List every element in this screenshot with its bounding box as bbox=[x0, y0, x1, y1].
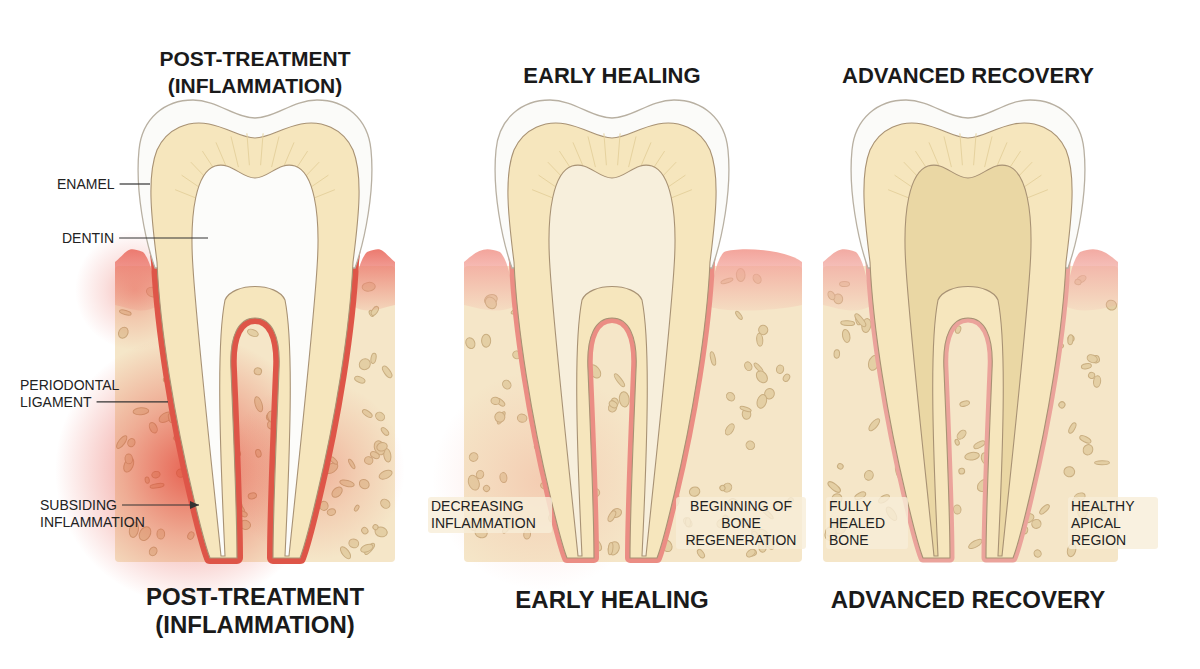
pulp-canal bbox=[192, 165, 318, 556]
leader-line bbox=[97, 401, 168, 402]
dentin-tubule bbox=[604, 133, 607, 165]
bone-pore bbox=[867, 417, 881, 432]
bone-pore bbox=[688, 486, 701, 498]
dentin-tubule bbox=[960, 133, 963, 165]
callout-label: FULLY HEALED BONE bbox=[826, 497, 908, 549]
bone-pore bbox=[958, 468, 965, 474]
tooth-panel bbox=[823, 100, 1118, 562]
periodontal-ligament bbox=[864, 123, 1072, 558]
bone-pore bbox=[1067, 334, 1073, 345]
panel-title: POST-TREATMENT (INFLAMMATION) bbox=[120, 46, 390, 100]
dentin-layer bbox=[508, 123, 716, 558]
bone-pore bbox=[739, 405, 751, 412]
bone-pore bbox=[841, 329, 851, 343]
dentin-tubule bbox=[272, 136, 279, 167]
bone-pore bbox=[853, 312, 867, 328]
bone-pore bbox=[1033, 549, 1043, 559]
bone-pore bbox=[370, 353, 377, 364]
bone-pore bbox=[246, 328, 259, 338]
dentin-tubule bbox=[588, 136, 595, 167]
callout-label: HEALTHY APICAL REGION bbox=[1068, 497, 1158, 549]
bone-pore bbox=[481, 334, 490, 347]
part-label: PERIODONTAL LIGAMENT bbox=[20, 377, 128, 411]
bone-pore bbox=[381, 365, 394, 379]
panel-title: EARLY HEALING bbox=[452, 62, 772, 90]
bone-pore bbox=[725, 391, 737, 403]
callout-label: SUBSIDING INFLAMMATION bbox=[40, 497, 160, 531]
bone-pore bbox=[735, 310, 744, 320]
bone-pore bbox=[1058, 401, 1067, 410]
dentin-tubule bbox=[618, 133, 621, 165]
bone-pore bbox=[464, 336, 477, 350]
bone-pore bbox=[1067, 422, 1077, 435]
bone-pore bbox=[967, 538, 983, 551]
bone-pore bbox=[953, 505, 961, 515]
bone-pore bbox=[1079, 434, 1092, 444]
bone-pore bbox=[696, 548, 706, 559]
part-label: ENAMEL bbox=[57, 176, 115, 193]
bone-pore bbox=[1063, 466, 1075, 478]
gum-tissue bbox=[823, 249, 871, 310]
bone-pore bbox=[744, 439, 756, 451]
bone-pore bbox=[709, 351, 716, 366]
bone-pore bbox=[863, 469, 874, 481]
bone-pore bbox=[1086, 353, 1099, 364]
bone-pore bbox=[719, 484, 726, 491]
bone-pore bbox=[754, 369, 770, 385]
dentin-tubule bbox=[231, 136, 238, 167]
bone-pore bbox=[354, 375, 366, 384]
bone-pore bbox=[755, 393, 768, 409]
bone-pore bbox=[745, 548, 757, 559]
callout-label: DECREASING INFLAMMATION bbox=[428, 497, 552, 533]
dentin-layer bbox=[864, 123, 1072, 558]
dentin-tubule bbox=[261, 133, 264, 165]
bone-pore bbox=[776, 364, 785, 374]
leader-line bbox=[119, 237, 208, 238]
panel-caption: POST-TREATMENT (INFLAMMATION) bbox=[105, 583, 405, 640]
leader-line bbox=[120, 183, 150, 184]
bone-pore bbox=[724, 422, 736, 436]
callout-arrow bbox=[122, 504, 199, 505]
bone-pore bbox=[973, 439, 986, 450]
dentin-layer bbox=[151, 123, 359, 558]
dentin-tubule bbox=[247, 133, 250, 165]
dentin-tubule bbox=[985, 136, 992, 167]
bone-pore bbox=[964, 451, 980, 461]
periodontal-ligament bbox=[151, 123, 359, 558]
bone-pore bbox=[955, 429, 967, 441]
bone-pore bbox=[1093, 375, 1102, 387]
bone-pore bbox=[826, 480, 842, 494]
dentin-tubule bbox=[944, 136, 951, 167]
panel-caption: EARLY HEALING bbox=[452, 586, 772, 614]
bone-pore bbox=[758, 325, 768, 335]
gum-tissue bbox=[1065, 249, 1118, 310]
bone-pore bbox=[841, 320, 855, 326]
bone-pore bbox=[954, 439, 960, 446]
bone-pore bbox=[1038, 503, 1050, 515]
callout-label: BEGINNING OF BONE REGENERATION bbox=[676, 497, 806, 549]
panel-title: ADVANCED RECOVERY bbox=[808, 62, 1128, 90]
bone-pore bbox=[613, 373, 626, 388]
pulp-canal bbox=[549, 165, 675, 556]
bone-pore bbox=[834, 350, 840, 359]
part-label: DENTIN bbox=[62, 230, 114, 247]
pulp-canal bbox=[905, 165, 1031, 556]
gum-tissue bbox=[709, 249, 802, 310]
dentin-tubule bbox=[974, 133, 977, 165]
bone-pore bbox=[1081, 443, 1094, 457]
bone-pore bbox=[782, 373, 791, 383]
gum-tissue bbox=[464, 249, 515, 310]
bone-pore bbox=[743, 361, 753, 372]
dentin-tubule bbox=[629, 136, 636, 167]
bone-pore bbox=[1095, 461, 1110, 465]
bone-pore bbox=[357, 356, 373, 371]
bone-pore bbox=[959, 400, 970, 408]
bone-pore bbox=[836, 463, 844, 471]
panel-caption: ADVANCED RECOVERY bbox=[798, 586, 1138, 614]
bone-pore bbox=[1081, 363, 1092, 370]
periodontal-ligament bbox=[508, 123, 716, 558]
